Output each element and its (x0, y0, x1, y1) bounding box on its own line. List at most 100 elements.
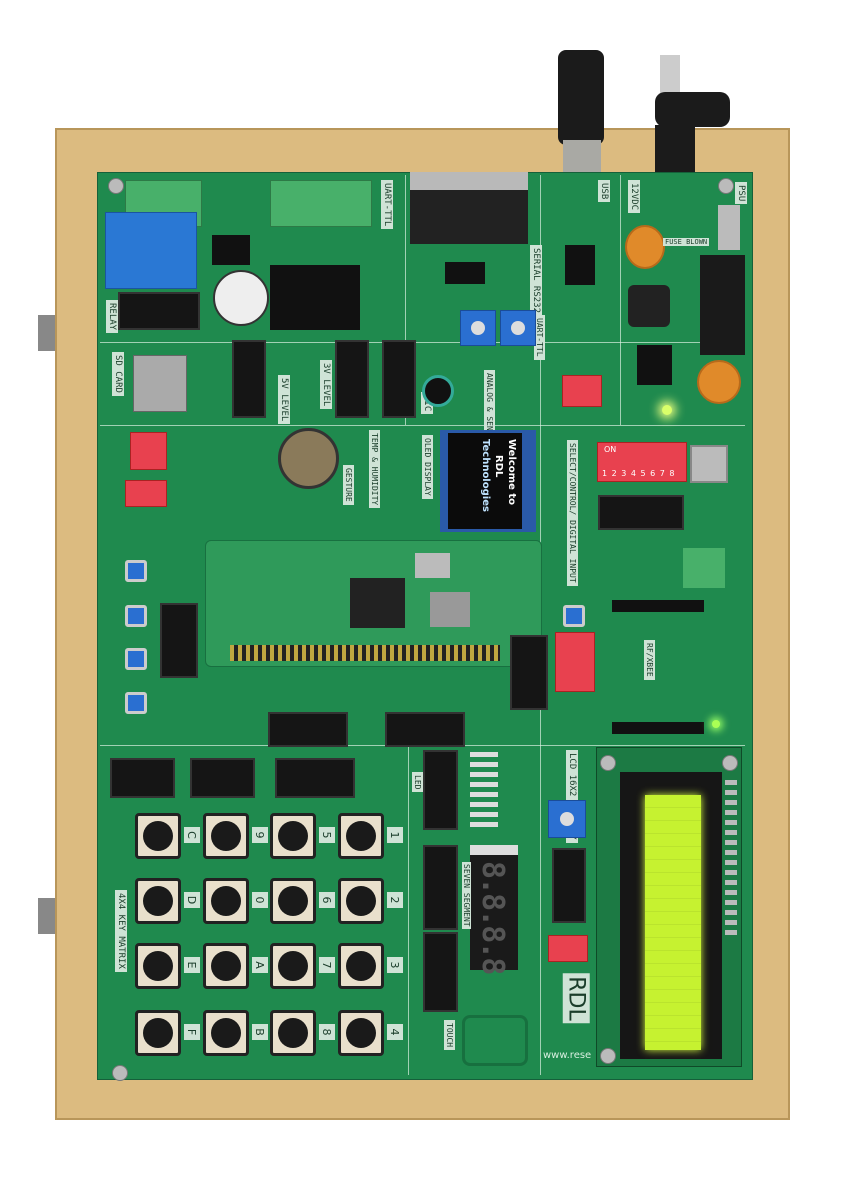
key-cap (211, 951, 241, 981)
sd-card-label: SD CARD (112, 352, 124, 396)
potentiometer[interactable] (460, 310, 496, 346)
dip-switch-8[interactable]: ON 1 2 3 4 5 6 7 8 (597, 442, 687, 482)
led-label: LED (412, 772, 423, 793)
fuse-blown-label: FUSE BLOWN (663, 238, 710, 246)
status-led (712, 720, 720, 728)
keypad-key[interactable] (338, 1010, 384, 1056)
screw (112, 1065, 128, 1081)
gpio-header (230, 645, 500, 661)
keypad-key-label: 5 (319, 827, 335, 843)
keypad-key-label: A (252, 957, 268, 973)
3v-level-header (335, 340, 369, 418)
touch-label: TOUCH (444, 1020, 455, 1051)
5v-level-label: 5V LEVEL (278, 375, 290, 425)
dip-on-label: ON (604, 445, 617, 454)
reset-button[interactable] (563, 605, 585, 627)
keypad-key-label: 6 (319, 892, 335, 908)
keypad-key[interactable] (203, 878, 249, 924)
dip-switch-lcd[interactable] (548, 935, 588, 962)
keypad-key[interactable] (135, 813, 181, 859)
key-cap (278, 1018, 308, 1048)
nav-button-up[interactable] (125, 560, 147, 582)
nav-button-right[interactable] (125, 605, 147, 627)
keypad-key[interactable] (203, 1010, 249, 1056)
nav-button-enter[interactable] (125, 692, 147, 714)
potentiometer[interactable] (500, 310, 536, 346)
keypad-key-label: 9 (252, 827, 268, 843)
5v-level-header (232, 340, 266, 418)
mini-hdmi (415, 553, 450, 578)
inductor (628, 285, 670, 327)
usb-label: USB (598, 180, 610, 203)
keypad-key[interactable] (338, 813, 384, 859)
relay-header (118, 292, 200, 330)
screw (722, 755, 738, 771)
keypad-key-label: 4 (387, 1024, 403, 1040)
keypad-key[interactable] (203, 813, 249, 859)
relay (105, 212, 197, 289)
keypad-key-label: 3 (387, 957, 403, 973)
mic-header (382, 340, 416, 418)
db9-connector (410, 172, 528, 244)
key-cap (143, 951, 173, 981)
power-led (662, 405, 672, 415)
ic-chip (212, 235, 250, 265)
dip-switch[interactable] (130, 432, 167, 470)
dip-switch-uart[interactable] (562, 375, 602, 407)
keypad-key-label: C (184, 827, 200, 843)
dip-numbers: 1 2 3 4 5 6 7 8 (602, 469, 676, 478)
usb-ic (565, 245, 595, 285)
keypad-key-label: 7 (319, 957, 335, 973)
nav-button-left[interactable] (125, 648, 147, 670)
serial-rs232-label: SERIAL RS232 (530, 245, 542, 317)
digital-input-header (598, 495, 684, 530)
relay-label: RELAY (106, 300, 118, 334)
header (110, 758, 175, 798)
12vdc-label: 12VDC (628, 180, 640, 214)
keypad-key[interactable] (203, 943, 249, 989)
capacitor (625, 225, 665, 269)
screw (600, 755, 616, 771)
keypad-key-label: 8 (319, 1024, 335, 1040)
keypad-key-label: 2 (387, 892, 403, 908)
keypad-key[interactable] (135, 878, 181, 924)
key-cap (346, 1018, 376, 1048)
key-cap (346, 886, 376, 916)
keypad-key[interactable] (270, 943, 316, 989)
keypad-key[interactable] (270, 1010, 316, 1056)
power-plug (660, 55, 680, 95)
select-header (423, 845, 458, 930)
lcd-contrast-pot[interactable] (548, 800, 586, 838)
seven-segment-label: SEVEN SEGMENT (462, 862, 471, 929)
touch-pad[interactable] (462, 1015, 528, 1066)
screw (718, 178, 734, 194)
seven-segment-display: 8.8.8.8 (470, 845, 518, 973)
key-cap (278, 821, 308, 851)
keypad-key[interactable] (270, 813, 316, 859)
keypad-key[interactable] (338, 878, 384, 924)
keypad-key-label: B (252, 1024, 268, 1040)
psu-label: PSU (735, 182, 747, 205)
capacitor (697, 360, 741, 404)
soc-chip (350, 578, 405, 628)
key-cap (143, 821, 173, 851)
keypad-key[interactable] (270, 878, 316, 924)
key-cap (211, 886, 241, 916)
screw (108, 178, 124, 194)
dip-switch-rf[interactable] (555, 632, 595, 692)
push-button-gray[interactable] (690, 445, 728, 483)
dip-switch[interactable] (125, 480, 167, 507)
screw (600, 1048, 616, 1064)
lcd-pins (725, 780, 737, 940)
header (510, 635, 548, 710)
keypad-key-label: 0 (252, 892, 268, 908)
header (268, 712, 348, 747)
oled-screen: Welcome to RDL Technologies (448, 433, 522, 529)
keypad-key[interactable] (338, 943, 384, 989)
oled-line-2: RDL (493, 455, 504, 478)
keypad-key[interactable] (135, 1010, 181, 1056)
power-switch[interactable] (718, 205, 740, 250)
sd-slot (430, 592, 470, 627)
keypad-key[interactable] (135, 943, 181, 989)
oled-line-1: Welcome to (506, 439, 517, 506)
